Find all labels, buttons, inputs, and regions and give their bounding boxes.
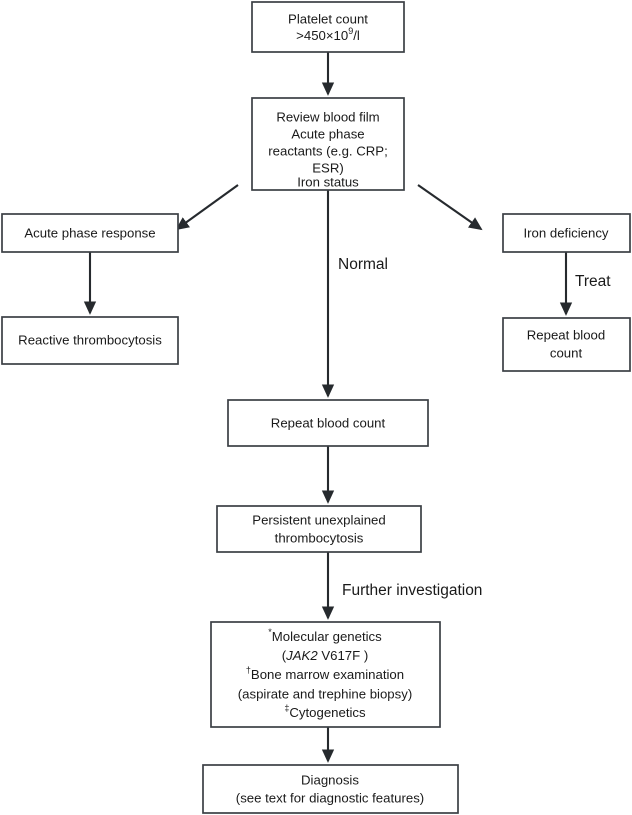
platelet-threshold-prefix: >450×10 xyxy=(296,28,348,43)
jak2-gene-name: JAK2 xyxy=(285,648,318,663)
node-repeat-blood-count-centre: Repeat blood count xyxy=(227,399,429,447)
node-review-line-4: ESR) xyxy=(312,160,344,175)
node-diagnosis-box xyxy=(202,764,459,814)
node-repeat-blood-count-right-box xyxy=(502,317,631,372)
cytogenetics-footnote-marker: ‡ xyxy=(284,703,289,713)
node-review-line-5: Iron status xyxy=(297,174,359,189)
node-diagnosis-line-2: (see text for diagnostic features) xyxy=(236,790,424,805)
node-iron-deficiency-box xyxy=(502,213,631,253)
node-iron-deficiency-label: Iron deficiency xyxy=(523,225,608,240)
molecular-genetics-text: Molecular genetics xyxy=(272,629,382,644)
node-repeat-blood-count-right-line-2: count xyxy=(550,345,583,360)
edge-label-normal: Normal xyxy=(338,256,388,273)
connector-review-to-iron-deficiency xyxy=(417,184,483,231)
jak2-variant: V617F ) xyxy=(318,648,369,663)
node-persistent-unexplained-thrombocytosis: Persistent unexplained thrombocytosis xyxy=(216,505,422,553)
node-iron-deficiency: Iron deficiency xyxy=(502,213,631,253)
node-platelet-count-line-1: Platelet count xyxy=(288,11,368,26)
node-repeat-blood-count-centre-label: Repeat blood count xyxy=(271,415,386,430)
node-further-tests-line-5: ‡Cytogenetics xyxy=(284,703,366,720)
node-further-tests-line-3: †Bone marrow examination xyxy=(246,665,404,682)
edge-label-treat: Treat xyxy=(575,273,611,290)
node-further-tests-line-4: (aspirate and trephine biopsy) xyxy=(238,686,412,701)
node-review-line-1: Review blood film xyxy=(276,109,379,124)
node-further-tests-line-2: (JAK2 V617F ) xyxy=(282,648,369,663)
node-diagnosis-line-1: Diagnosis xyxy=(301,772,359,787)
node-review-line-3: reactants (e.g. CRP; xyxy=(268,143,387,158)
node-further-tests: *Molecular genetics (JAK2 V617F ) †Bone … xyxy=(210,621,441,728)
bone-marrow-footnote-marker: † xyxy=(246,665,251,675)
node-acute-phase-response-label: Acute phase response xyxy=(24,225,155,240)
node-reactive-thrombocytosis: Reactive thrombocytosis xyxy=(1,316,179,365)
node-review-blood-film-box xyxy=(251,97,405,191)
node-persistent-box xyxy=(216,505,422,553)
connector-review-to-acute-phase xyxy=(175,184,239,231)
node-repeat-blood-count-right: Repeat blood count xyxy=(502,317,631,372)
bone-marrow-text: Bone marrow examination xyxy=(251,667,404,682)
node-repeat-blood-count-centre-box xyxy=(227,399,429,447)
node-diagnosis: Diagnosis (see text for diagnostic featu… xyxy=(202,764,459,814)
cytogenetics-text: Cytogenetics xyxy=(289,705,366,720)
node-acute-phase-response: Acute phase response xyxy=(1,213,179,253)
node-reactive-thrombocytosis-box xyxy=(1,316,179,365)
node-further-tests-box xyxy=(210,621,441,728)
jak2-paren-open: ( xyxy=(282,648,287,663)
molecular-genetics-footnote-marker: * xyxy=(268,627,272,637)
node-persistent-line-2: thrombocytosis xyxy=(275,530,364,545)
node-persistent-line-1: Persistent unexplained xyxy=(252,512,385,527)
node-platelet-count-box xyxy=(251,1,405,53)
node-platelet-count: Platelet count >450×109/l xyxy=(251,1,405,53)
platelet-threshold-suffix: /l xyxy=(353,28,360,43)
node-reactive-thrombocytosis-label: Reactive thrombocytosis xyxy=(18,332,162,347)
node-review-line-2: Acute phase xyxy=(291,126,364,141)
platelet-threshold-exponent: 9 xyxy=(348,26,353,36)
node-acute-phase-response-box xyxy=(1,213,179,253)
edge-label-further-investigation: Further investigation xyxy=(342,582,482,599)
node-platelet-count-line-2: >450×109/l xyxy=(296,26,360,43)
node-review-blood-film: Review blood film Acute phase reactants … xyxy=(251,97,405,191)
node-repeat-blood-count-right-line-1: Repeat blood xyxy=(527,327,605,342)
node-further-tests-line-1: *Molecular genetics xyxy=(268,627,382,644)
